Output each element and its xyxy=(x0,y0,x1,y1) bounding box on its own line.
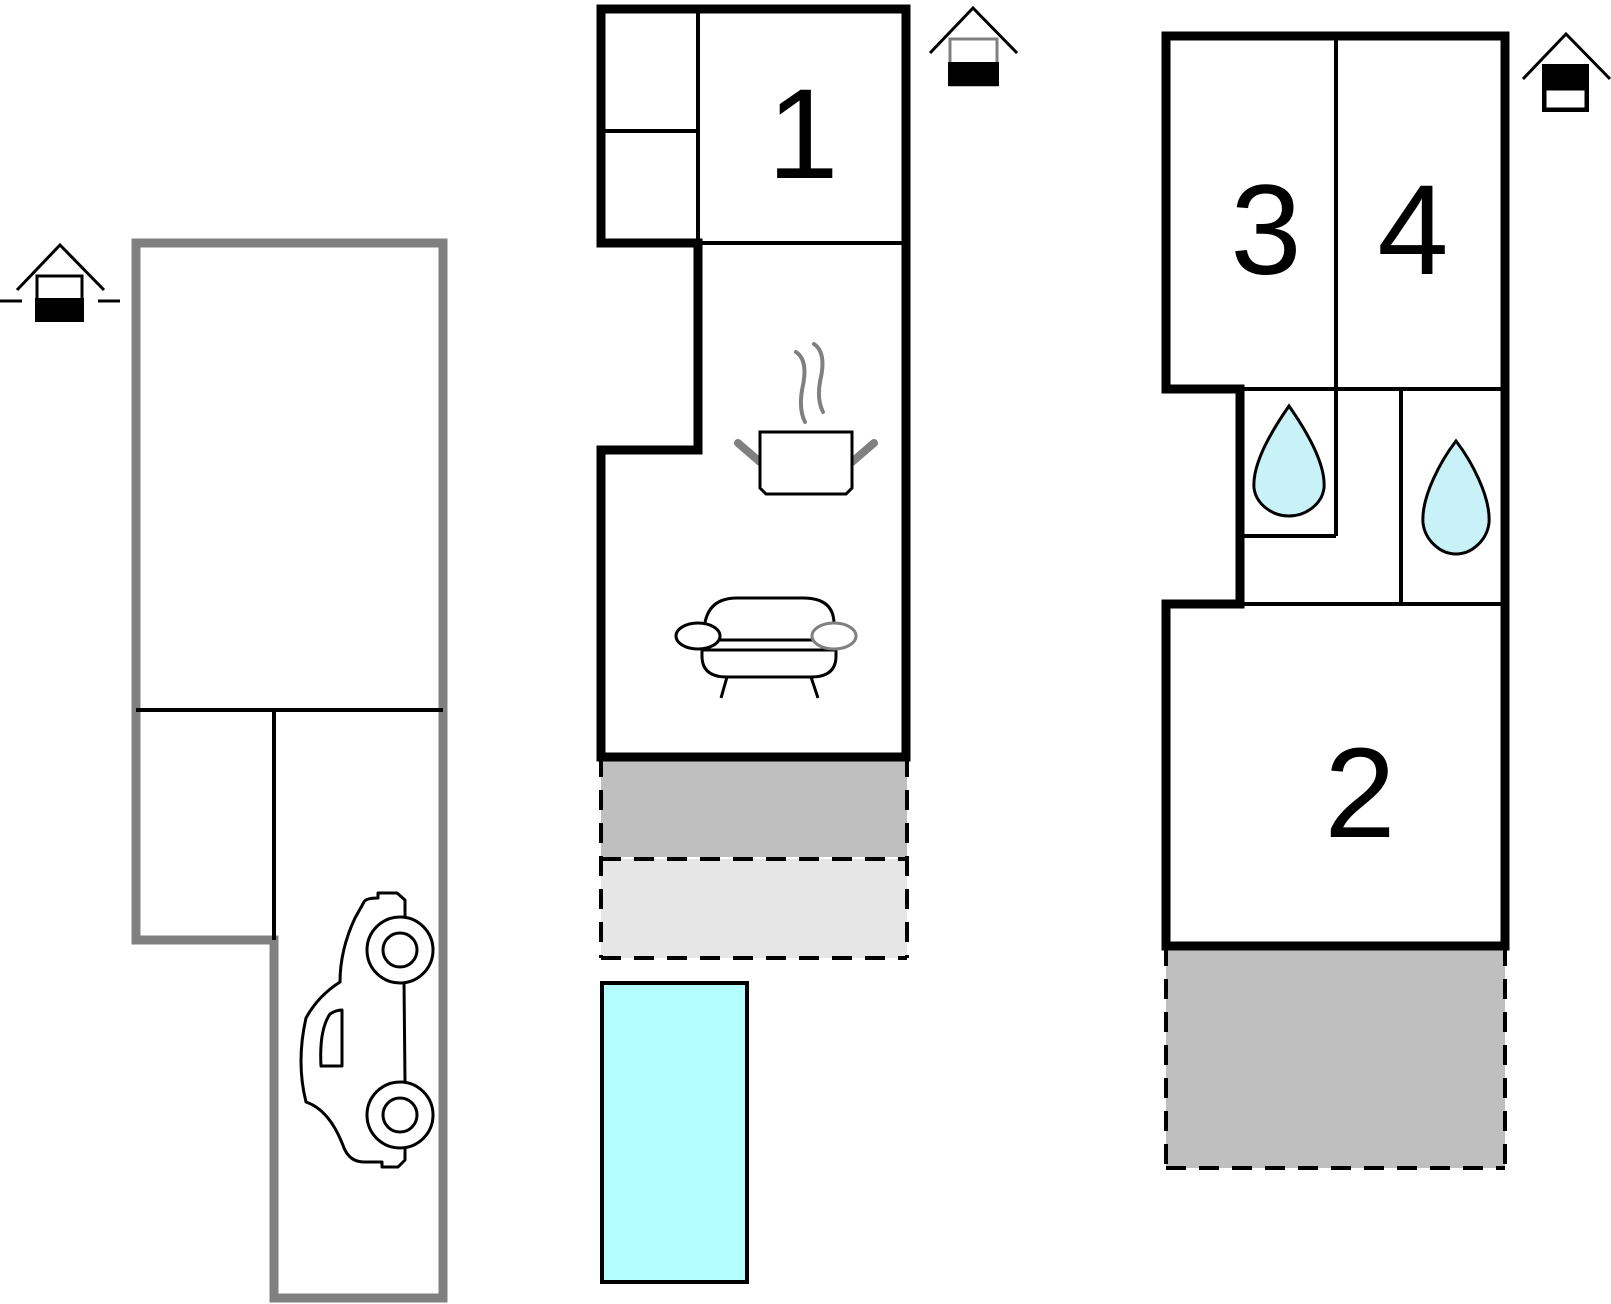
balcony-covered xyxy=(1166,946,1505,1168)
room-number-4: 4 xyxy=(1377,159,1448,302)
water-drop-icon xyxy=(1421,438,1491,556)
balcony-dashed-outline xyxy=(1164,946,1507,1170)
water-drop-icon xyxy=(1252,403,1326,518)
swimming-pool xyxy=(600,981,749,1284)
garage-level xyxy=(0,238,448,1303)
floor-indicator-basement-icon xyxy=(0,242,120,322)
floor-indicator-upper-icon xyxy=(1521,31,1611,112)
room-number-2: 2 xyxy=(1324,722,1395,865)
ground-floor-outline xyxy=(596,4,911,762)
floor-indicator-ground-icon xyxy=(928,5,1019,87)
car-icon xyxy=(299,891,435,1169)
sofa-icon xyxy=(674,596,858,699)
ground-floor: 1 xyxy=(596,4,1019,1284)
terrace-dashed-outline xyxy=(599,757,909,960)
terrace-covered xyxy=(601,757,907,857)
terrace-open xyxy=(601,859,907,958)
room-number-3: 3 xyxy=(1230,159,1301,302)
room-number-1: 1 xyxy=(767,63,838,206)
upper-floor: 3 4 2 xyxy=(1161,31,1611,1170)
cooking-pot-icon xyxy=(734,342,878,496)
